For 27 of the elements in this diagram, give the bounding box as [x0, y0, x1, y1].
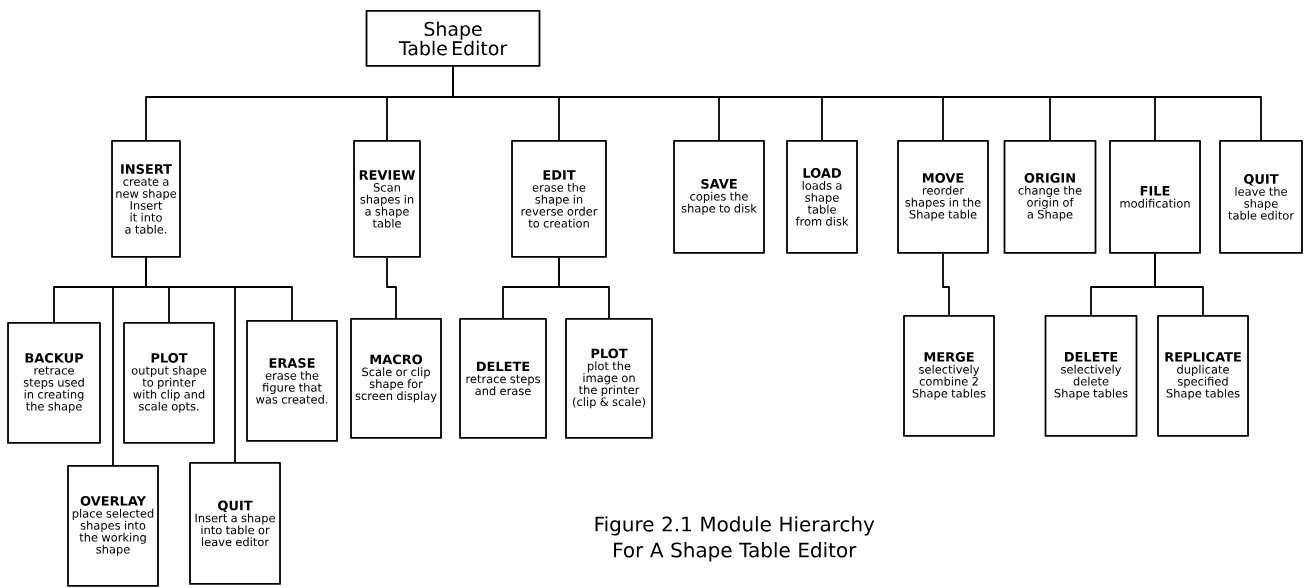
module-box: MACRO Scale or clip shape for screen display — [350, 318, 442, 439]
module-box: ERASE erase the figure that was created. — [246, 320, 338, 442]
module-box: QUIT leave the shape table editor — [1219, 140, 1303, 254]
module-box: ORIGIN change the origin of a Shape — [1003, 140, 1097, 254]
connector-line — [145, 256, 236, 463]
module-box: PLOT output shape to printer with clip and scale opts. — [123, 322, 215, 444]
module-box: BACKUP retrace steps used in creating the shape — [7, 322, 101, 444]
module-box: SAVE copies the shape to disk — [673, 140, 765, 254]
module-box: PLOT plot the image on the printer (clip & scale) — [565, 318, 653, 439]
module-box: FILE modification — [1109, 140, 1201, 254]
module-box: DELETE retrace steps and erase — [459, 318, 547, 439]
connector-line — [942, 252, 950, 316]
connector-line — [1154, 252, 1204, 316]
module-box: OVERLAY place selected shapes into the working shape — [67, 465, 159, 587]
module-box: LOAD loads a shape table from disk — [786, 140, 858, 254]
module-box: REVIEW Scan shapes in a shape table — [353, 140, 421, 258]
connector-line — [386, 256, 397, 319]
connector-line — [558, 256, 610, 319]
module-box: Shape Table Editor — [365, 10, 541, 67]
module-box: MOVE reorder shapes in the Shape table — [897, 140, 989, 254]
module-box: EDIT erase the shape in reverse order to creation — [511, 140, 607, 258]
module-box: MERGE selectively combine 2 Shape tables — [903, 315, 995, 437]
module-box: REPLICATE duplicate specified Shape tables — [1157, 315, 1249, 437]
module-box: INSERT create a new shape Insert it into a table. — [111, 140, 181, 258]
module-box: DELETE selectively delete Shape tables — [1044, 315, 1138, 437]
module-box: QUIT Insert a shape into table or leave editor — [189, 462, 281, 585]
figure-caption: Figure 2.1 Module Hierarchy For A Shape Table Editor — [595, 516, 875, 562]
